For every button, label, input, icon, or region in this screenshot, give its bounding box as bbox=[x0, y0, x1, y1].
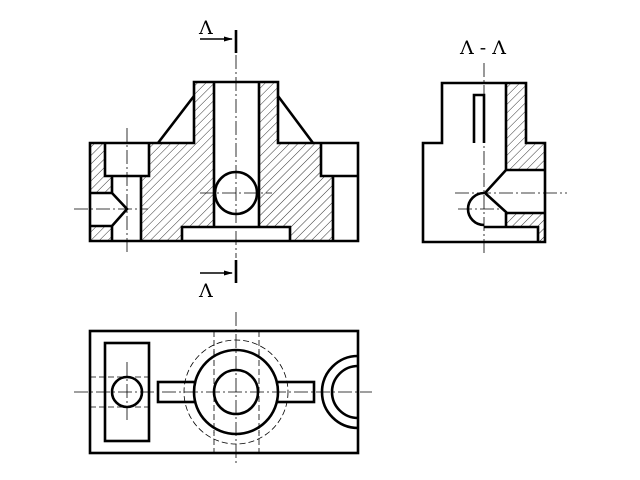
arrow-icon bbox=[224, 36, 233, 42]
section-label-top: Λ bbox=[198, 17, 213, 39]
section-label-bottom: Λ bbox=[198, 280, 213, 302]
side-section-view: Λ - Λ bbox=[421, 37, 567, 255]
top-view bbox=[74, 312, 372, 466]
front-outline bbox=[88, 80, 360, 243]
top-outline bbox=[88, 329, 360, 455]
front-section-view: Λ Λ bbox=[74, 17, 360, 302]
side-outline bbox=[421, 81, 547, 244]
arrow-icon bbox=[224, 270, 233, 276]
section-view-title: Λ - Λ bbox=[459, 37, 506, 59]
